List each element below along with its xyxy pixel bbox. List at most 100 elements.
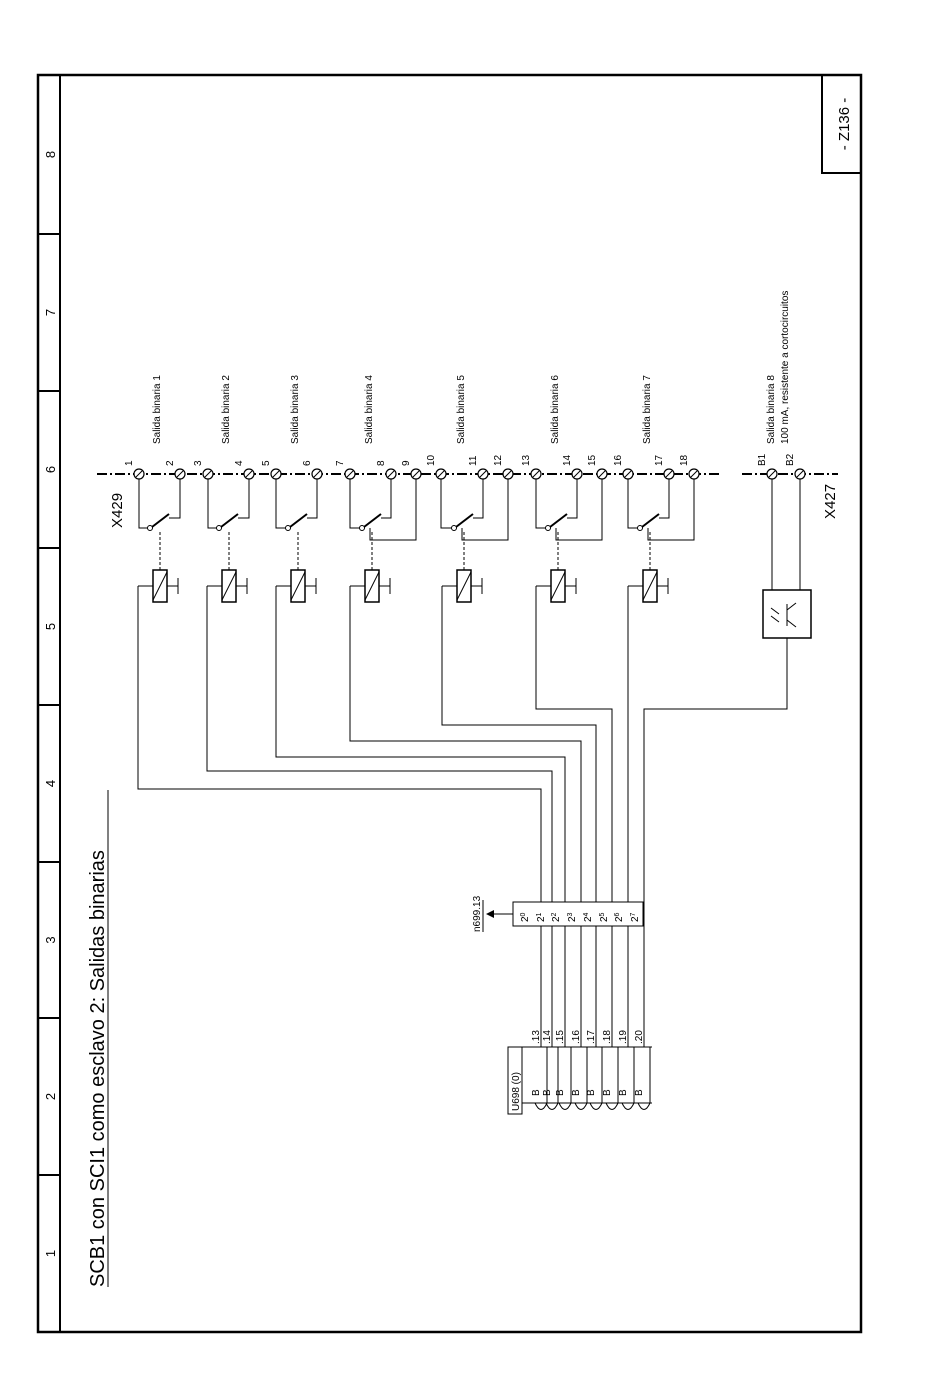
param-index: .15 — [555, 1030, 566, 1044]
param-bracket — [605, 1102, 619, 1110]
terminal-number: 6 — [302, 460, 313, 466]
binary-weight-block — [512, 901, 644, 927]
param-bracket — [545, 1102, 559, 1110]
terminal-screw — [532, 470, 540, 478]
bit-weight-7: 27 — [630, 912, 642, 922]
output-label-6: Salida binaria 6 — [550, 375, 561, 444]
bit-weight-1: 21 — [536, 912, 548, 922]
output-note-8: 100 mA, resistente a cortocircuitos — [780, 291, 791, 444]
param-bracket — [589, 1102, 603, 1110]
terminal-screw — [796, 470, 804, 478]
terminal-screw — [504, 470, 512, 478]
terminal-screw — [412, 470, 420, 478]
param-index: .19 — [618, 1030, 629, 1044]
param-index: .18 — [602, 1030, 613, 1044]
column-number: 7 — [43, 309, 58, 316]
terminal-number: B1 — [757, 453, 768, 466]
terminal-number: 9 — [401, 460, 412, 466]
signal-wire-4 — [349, 586, 582, 1047]
param-index: .17 — [586, 1030, 597, 1044]
terminal-screw — [245, 470, 253, 478]
terminal-number: 1 — [124, 460, 135, 466]
coil-diagonal — [221, 571, 237, 601]
terminal-screw — [624, 470, 632, 478]
contact-no — [238, 479, 250, 519]
contact-common — [138, 479, 150, 529]
output-label-3: Salida binaria 3 — [290, 375, 301, 444]
contact-pivot — [545, 525, 551, 531]
contact-no — [567, 479, 578, 519]
param-bracket — [637, 1102, 651, 1110]
connector-label-x427: X427 — [822, 484, 839, 519]
output-label-4: Salida binaria 4 — [364, 375, 375, 444]
param-bracket — [534, 1102, 548, 1110]
param-index: .20 — [634, 1030, 645, 1044]
led-arrow-1 — [770, 607, 780, 615]
output-label-1: Salida binaria 1 — [152, 375, 163, 444]
transistor-collector — [786, 602, 797, 611]
signal-wire-8 — [643, 638, 788, 1047]
terminal-number: 16 — [613, 454, 624, 466]
terminal-number: 7 — [335, 460, 346, 466]
bit-weight-4: 24 — [583, 912, 595, 922]
page-number: - Z136 - — [836, 98, 853, 151]
contact-common — [535, 479, 548, 529]
param-name: U698 (0) — [511, 1072, 522, 1111]
output-label-8: Salida binaria 8 — [766, 375, 777, 444]
bit-weight-2: 22 — [551, 912, 563, 922]
contact-no — [381, 479, 392, 519]
terminal-screw — [479, 470, 487, 478]
contact-common — [440, 479, 454, 529]
contact-nc — [555, 479, 603, 541]
contact-common — [275, 479, 288, 529]
coil-diagonal — [364, 571, 380, 601]
terminal-number: 14 — [562, 454, 573, 466]
param-type-letter: B — [555, 1089, 566, 1096]
contact-pivot — [637, 525, 643, 531]
param-type-letter: B — [531, 1089, 542, 1096]
contact-no — [307, 479, 318, 519]
contact-no — [169, 479, 181, 519]
contact-pivot — [285, 525, 291, 531]
title-area: SCB1 con SCI1 como esclavo 2: Salidas bi… — [87, 790, 109, 1287]
terminal-number: 13 — [521, 454, 532, 466]
terminal-screw — [573, 470, 581, 478]
signal-wire-2 — [206, 586, 553, 1047]
terminal-number: 8 — [376, 460, 387, 466]
signal-wire-5 — [441, 586, 597, 1047]
terminal-number: 10 — [426, 454, 437, 466]
param-index: .16 — [571, 1030, 582, 1044]
column-number: 6 — [43, 466, 58, 473]
optocoupler-box — [762, 589, 812, 639]
output-label-2: Salida binaria 2 — [221, 375, 232, 444]
binary-output-param: n699.13 — [472, 895, 483, 932]
contact-blade — [641, 513, 660, 528]
relay-group: Salida binaria 1 Salida binaria 2 Salida b… — [147, 291, 812, 639]
terminal-number: 18 — [679, 454, 690, 466]
column-number: 4 — [43, 780, 58, 787]
column-number: 8 — [43, 151, 58, 158]
contact-blade — [363, 513, 382, 528]
terminal-screw — [346, 470, 354, 478]
bit-weight-3: 23 — [567, 912, 579, 922]
contact-common — [349, 479, 362, 529]
output-label-5: Salida binaria 5 — [456, 375, 467, 444]
terminal-screw — [768, 470, 776, 478]
coil-diagonal — [290, 571, 306, 601]
column-number: 2 — [43, 1093, 58, 1100]
contact-blade — [289, 513, 308, 528]
terminal-screw — [176, 470, 184, 478]
page-title: SCB1 con SCI1 como esclavo 2: Salidas bi… — [87, 850, 109, 1287]
contact-pivot — [451, 525, 457, 531]
outer-border — [36, 73, 863, 1334]
bit-weight-5: 25 — [599, 912, 611, 922]
terminal-screw — [135, 470, 143, 478]
column-number: 1 — [43, 1250, 58, 1257]
param-bracket — [574, 1102, 588, 1110]
column-number: 5 — [43, 623, 58, 630]
terminal-screw — [690, 470, 698, 478]
terminal-screw — [387, 470, 395, 478]
